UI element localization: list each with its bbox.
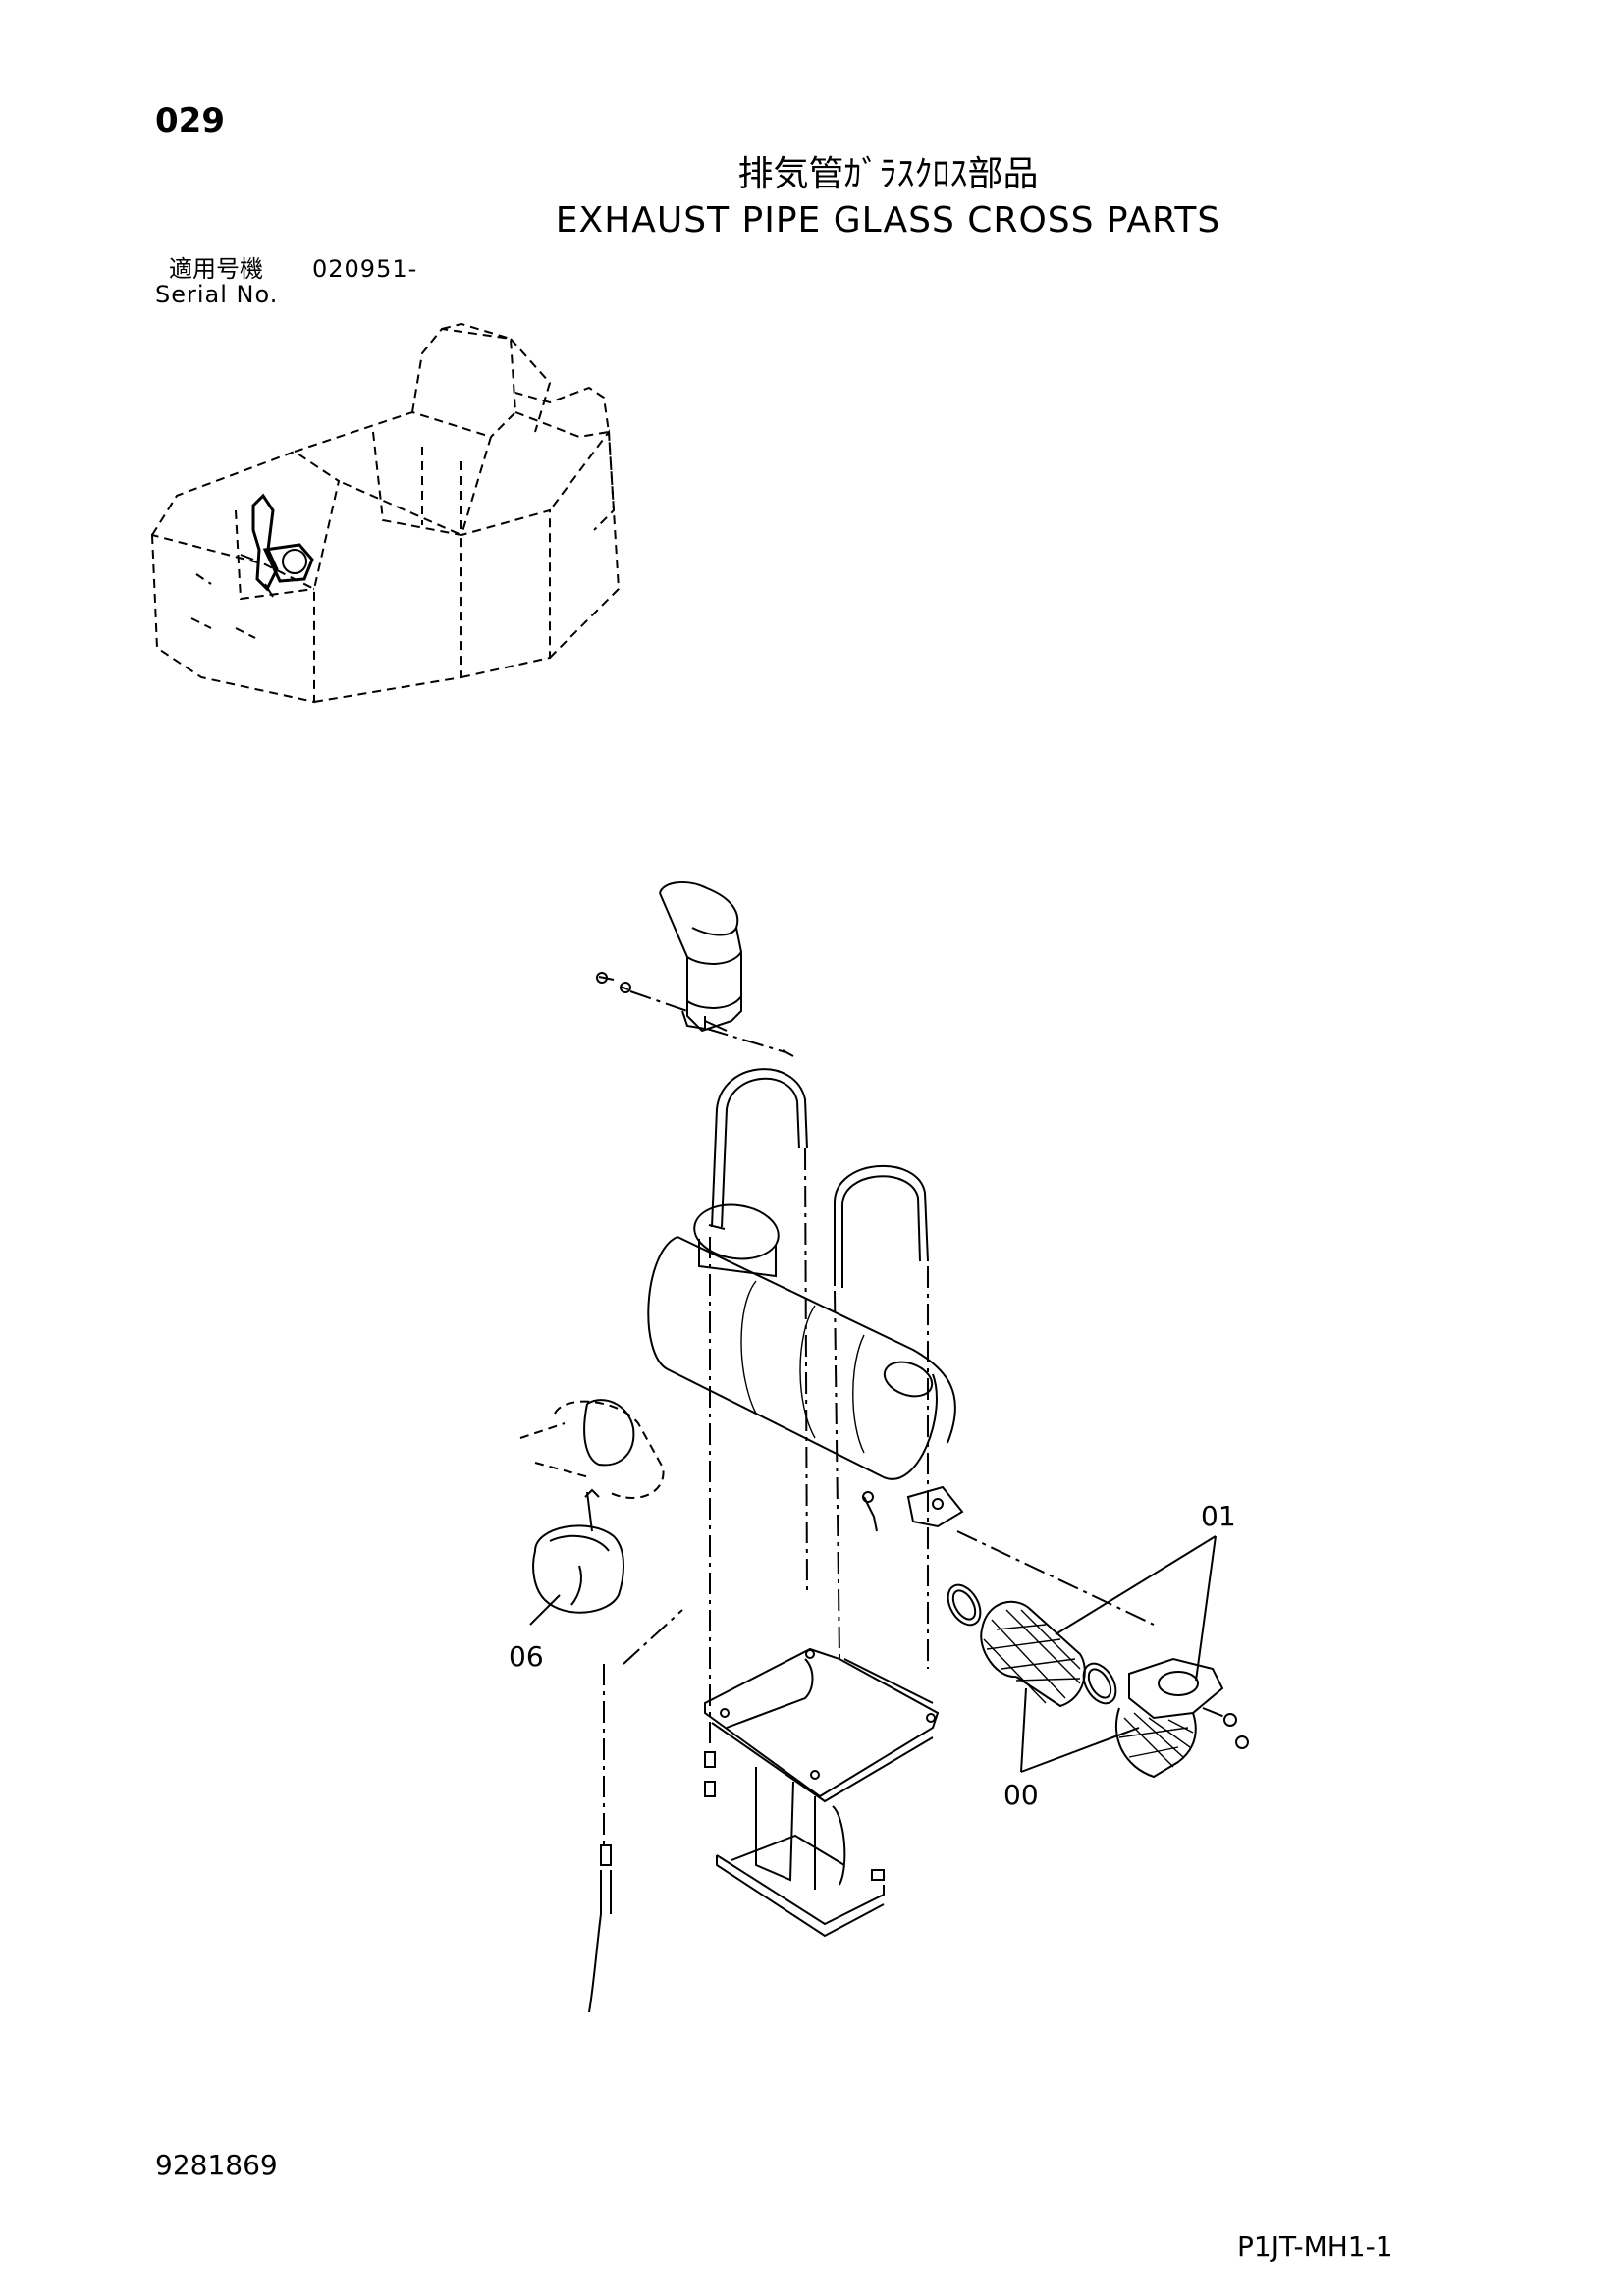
serial-number-value: 020951- <box>312 255 418 283</box>
exhaust-assembly-diagram <box>519 881 1249 2013</box>
machine-overview-diagram <box>150 322 621 704</box>
serial-label-japanese: 適用号機 <box>169 255 263 283</box>
callout-label: 01 <box>1201 1500 1236 1532</box>
callout-label: 00 <box>1003 1779 1039 1811</box>
document-number: 9281869 <box>155 2149 278 2181</box>
sheet-code: P1JT-MH1-1 <box>1237 2230 1393 2263</box>
page-number: 029 <box>155 101 225 140</box>
page-title-japanese: 排気管ｶﾞﾗｽｸﾛｽ部品 <box>737 154 1039 194</box>
page-title-english: EXHAUST PIPE GLASS CROSS PARTS <box>555 200 1221 240</box>
serial-label-english: Serial No. <box>155 281 279 308</box>
callout-label: 06 <box>509 1640 544 1673</box>
